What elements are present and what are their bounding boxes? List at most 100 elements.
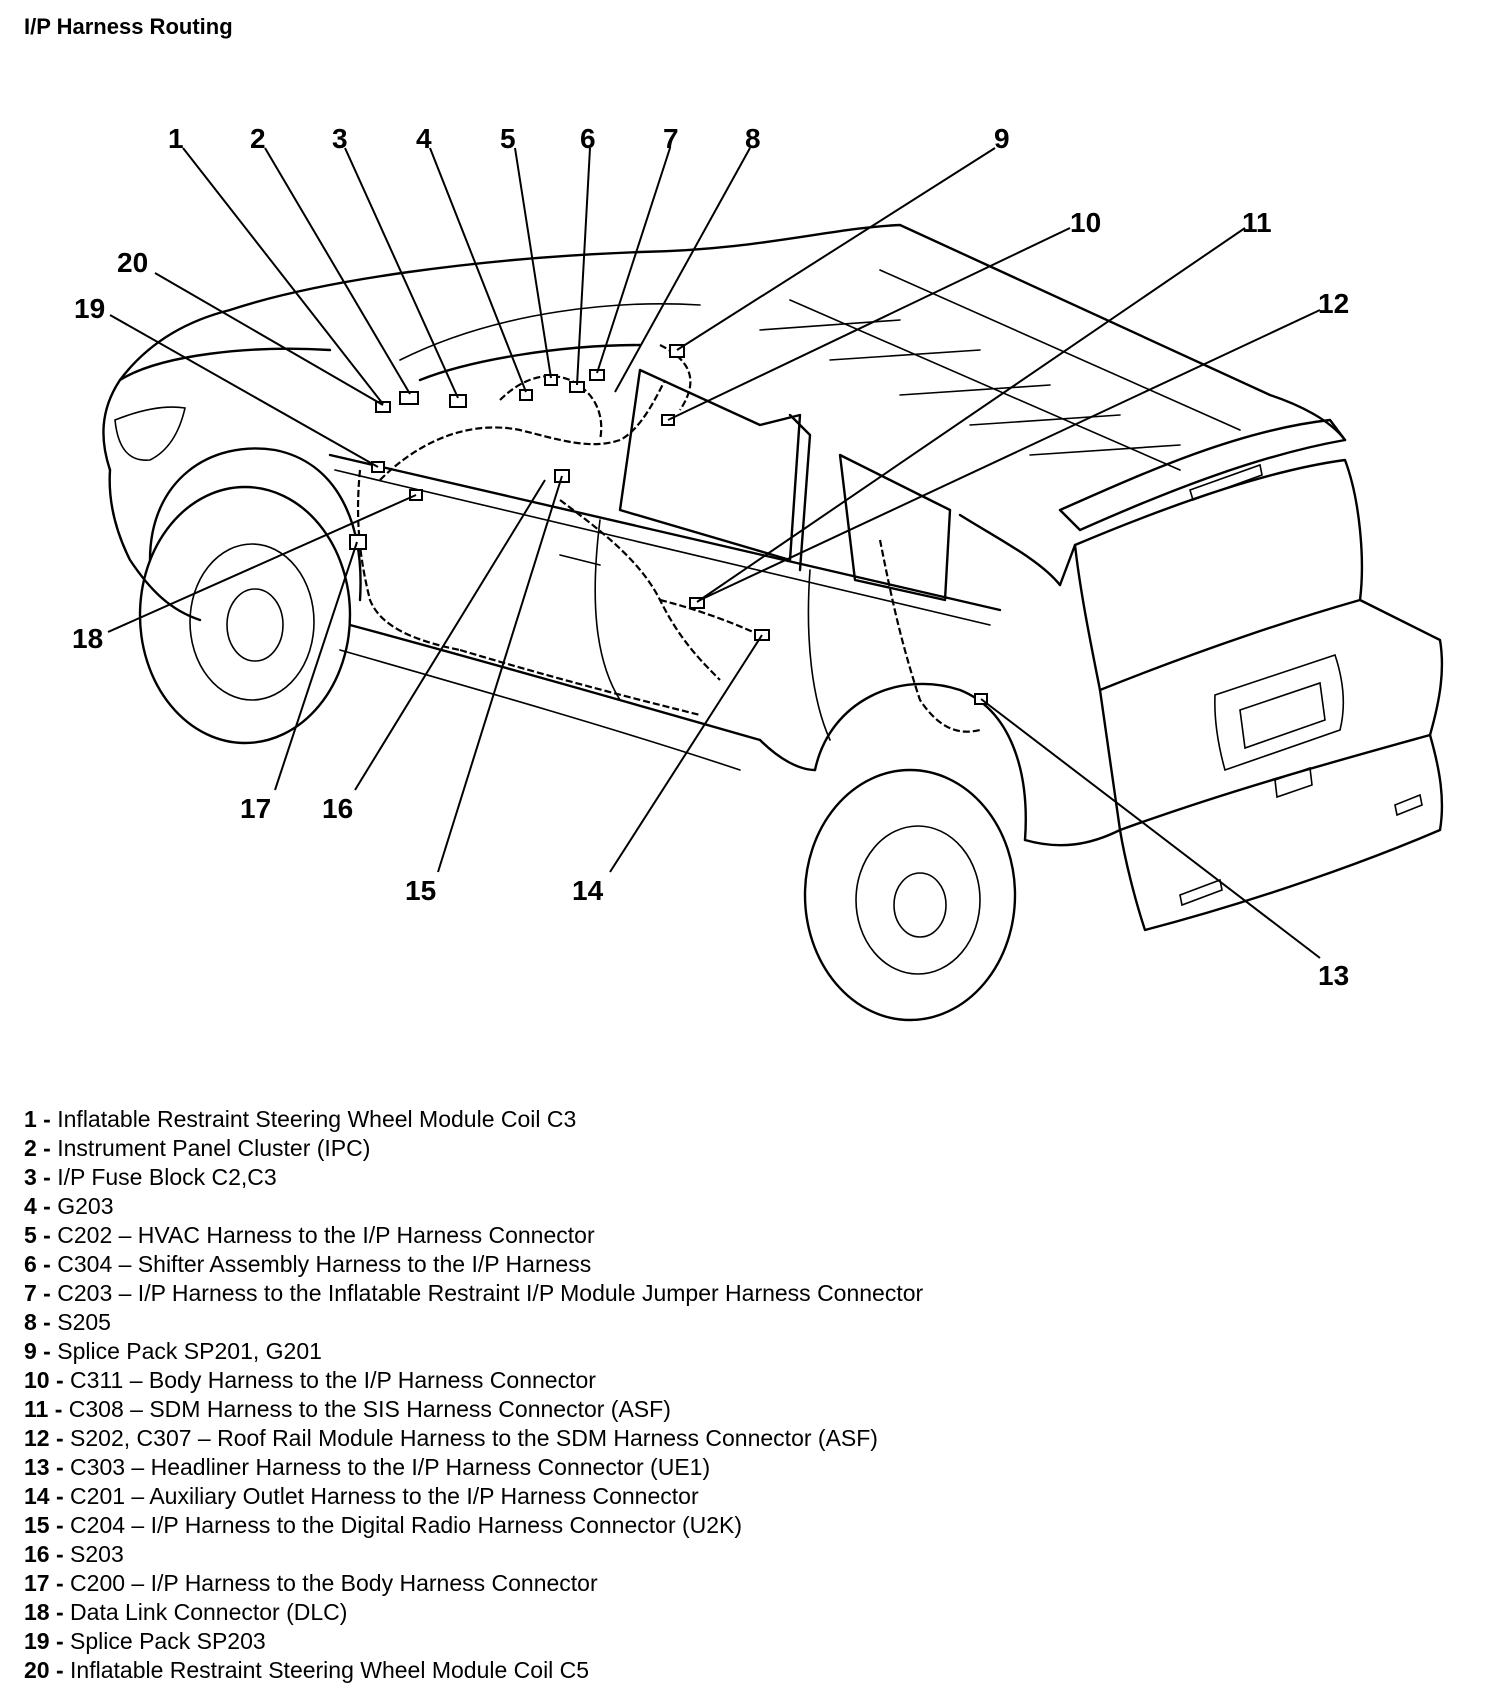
leader-10 <box>667 227 1071 421</box>
legend-text: C303 – Headliner Harness to the I/P Harn… <box>70 1454 711 1480</box>
legend-item: 8 - S205 <box>24 1309 111 1335</box>
legend-text: Splice Pack SP203 <box>70 1628 266 1654</box>
legend-number: 4 <box>24 1193 37 1219</box>
ip-harness-main <box>379 379 666 481</box>
legend-item: 14 - C201 – Auxiliary Outlet Harness to … <box>24 1483 699 1509</box>
roof-rail-1 <box>789 299 1181 471</box>
leader-8 <box>614 147 751 393</box>
leader-5 <box>514 147 552 379</box>
roof-slat-2 <box>829 349 981 361</box>
leader-18 <box>107 494 417 633</box>
legend-number: 5 <box>24 1222 37 1248</box>
legend-item: 2 - Instrument Panel Cluster (IPC) <box>24 1135 371 1161</box>
legend-number: 10 <box>24 1367 50 1393</box>
leader-11 <box>696 227 1246 603</box>
legend-item: 1 - Inflatable Restraint Steering Wheel … <box>24 1106 577 1132</box>
rear-door-window <box>838 453 952 602</box>
legend-number: 16 <box>24 1541 50 1567</box>
front-tire <box>138 485 352 745</box>
legend-item: 3 - I/P Fuse Block C2,C3 <box>24 1164 277 1190</box>
callout-10: 10 <box>1070 207 1101 238</box>
legend-item: 11 - C308 – SDM Harness to the SIS Harne… <box>24 1396 671 1422</box>
roof-rail-2 <box>879 269 1241 431</box>
legend-item: 19 - Splice Pack SP203 <box>24 1628 266 1654</box>
vehicle-harness-diagram: 1 2 3 4 5 6 7 8 9 10 11 12 13 14 15 16 1… <box>72 123 1444 1022</box>
roof-slat-4 <box>969 414 1121 426</box>
leader-7 <box>596 147 671 374</box>
rear-hub <box>893 872 947 938</box>
a-pillar <box>418 343 642 382</box>
legend-item: 6 - C304 – Shifter Assembly Harness to t… <box>24 1251 592 1277</box>
leader-13 <box>980 698 1321 959</box>
console-harness <box>559 499 721 681</box>
leader-4 <box>429 147 527 393</box>
legend-item: 20 - Inflatable Restraint Steering Wheel… <box>24 1657 590 1683</box>
rear-quarter <box>958 513 1062 587</box>
callout-14: 14 <box>572 875 604 906</box>
legend-text: C201 – Auxiliary Outlet Harness to the I… <box>70 1483 699 1509</box>
rear-wheel-arch <box>813 682 1027 842</box>
legend-number: 20 <box>24 1657 50 1683</box>
leader-lines <box>107 147 1321 959</box>
callout-19: 19 <box>74 293 105 324</box>
leader-9 <box>676 147 996 351</box>
windshield-top <box>399 303 701 361</box>
callout-20: 20 <box>117 247 148 278</box>
leader-12 <box>699 309 1321 601</box>
callout-labels: 1 2 3 4 5 6 7 8 9 10 11 12 13 14 15 16 1… <box>72 123 1349 991</box>
legend-item: 9 - Splice Pack SP201, G201 <box>24 1338 322 1364</box>
legend-text: C304 – Shifter Assembly Harness to the I… <box>57 1251 592 1277</box>
legend-number: 8 <box>24 1309 37 1335</box>
leader-19 <box>109 314 379 468</box>
callout-5: 5 <box>500 123 516 154</box>
legend-number: 7 <box>24 1280 37 1306</box>
rear-reflector-right <box>1394 793 1423 817</box>
rear-body <box>1058 543 1444 832</box>
roof-slat-5 <box>1029 444 1181 456</box>
leader-1 <box>182 147 384 405</box>
callout-11: 11 <box>1242 207 1272 238</box>
legend-number: 12 <box>24 1425 50 1451</box>
legend-number: 6 <box>24 1251 37 1277</box>
legend-item: 13 - C303 – Headliner Harness to the I/P… <box>24 1454 711 1480</box>
connector-c308 <box>689 597 705 609</box>
connector-c200 <box>349 534 367 550</box>
callout-1: 1 <box>168 123 184 154</box>
legend-number: 9 <box>24 1338 37 1364</box>
legend-number: 3 <box>24 1164 37 1190</box>
legend-number: 17 <box>24 1570 50 1596</box>
beltline-lower <box>334 469 991 626</box>
headlamp <box>114 406 186 461</box>
beltline <box>328 453 1002 612</box>
legend-item: 10 - C311 – Body Harness to the I/P Harn… <box>24 1367 596 1393</box>
legend-item: 15 - C204 – I/P Harness to the Digital R… <box>24 1512 743 1538</box>
legend-item: 17 - C200 – I/P Harness to the Body Harn… <box>24 1570 598 1596</box>
legend-item: 16 - S203 <box>24 1541 124 1567</box>
rear-spoiler <box>1058 418 1347 532</box>
callout-4: 4 <box>416 123 432 154</box>
front-bumper <box>108 468 202 622</box>
legend-item: 4 - G203 <box>24 1193 114 1219</box>
front-wheel-arch <box>148 447 362 602</box>
ip-harness-left <box>356 469 461 652</box>
legend-text: Data Link Connector (DLC) <box>70 1599 348 1625</box>
wiring-harness <box>356 344 981 733</box>
legend-text: S205 <box>57 1309 111 1335</box>
door-handle <box>559 554 601 566</box>
leader-3 <box>344 147 459 399</box>
rear-reflector-left <box>1179 878 1223 907</box>
rear-tire <box>803 768 1017 1022</box>
sdm-harness <box>659 598 771 641</box>
vehicle-body <box>102 223 1444 1022</box>
legend-number: 19 <box>24 1628 50 1654</box>
license-plate <box>1239 681 1326 750</box>
front-hub <box>226 588 284 662</box>
side-sill-lower <box>339 649 741 771</box>
callout-9: 9 <box>994 123 1010 154</box>
brake-light <box>1189 463 1263 502</box>
legend-text: C308 – SDM Harness to the SIS Harness Co… <box>68 1396 671 1422</box>
legend-text: G203 <box>57 1193 114 1219</box>
legend-text: I/P Fuse Block C2,C3 <box>57 1164 277 1190</box>
rear-door-cut <box>807 569 831 741</box>
license-recess <box>1214 653 1345 772</box>
